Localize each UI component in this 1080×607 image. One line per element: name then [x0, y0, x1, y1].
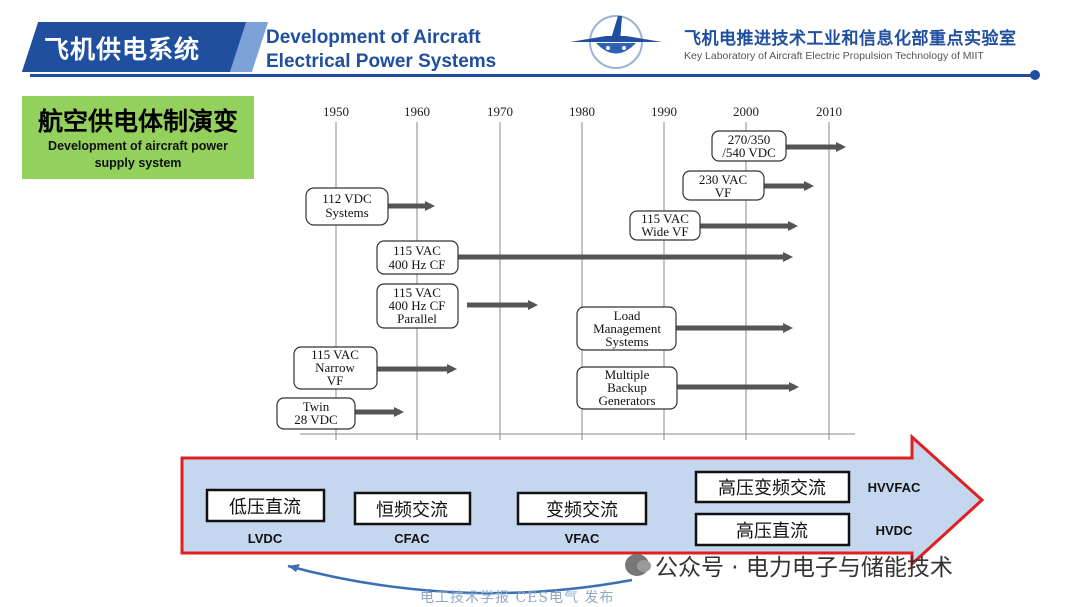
section-title-en: Development of aircraft power supply sys… [22, 138, 254, 172]
timeline-item-text: 230 VAC [699, 172, 747, 187]
watermark: 公众号 · 电力电子与储能技术 [625, 548, 953, 582]
timeline-item-text: 115 VAC [393, 285, 441, 300]
timeline-item: Twin 28 VDC [276, 397, 356, 430]
timeline-item-text: Management [593, 321, 661, 336]
stage-abbr: LVDC [248, 531, 283, 546]
year-label: 1960 [404, 104, 430, 119]
lab-name-en: Key Laboratory of Aircraft Electric Prop… [684, 50, 984, 62]
timeline-item: Multiple Backup Generators [576, 366, 678, 410]
header-divider [30, 74, 1035, 77]
timeline-item: 112 VDC Systems [305, 187, 389, 226]
timeline-item-text: Wide VF [641, 224, 688, 239]
year-label: 2000 [733, 104, 759, 119]
stage-label-cn: 变频交流 [546, 500, 618, 521]
year-label: 1980 [569, 104, 595, 119]
timeline-item-text: 112 VDC [322, 191, 371, 206]
stage-box-cfac: 恒频交流 [353, 491, 472, 526]
watermark-bottom: 电工技术学报 CES电气 发布 [420, 590, 615, 606]
timeline-item: Load Management Systems [576, 306, 677, 351]
stage-box-lvdc: 低压直流 [205, 488, 326, 523]
timeline-item-text: 400 Hz CF [388, 298, 445, 313]
timeline-item-text: Twin [303, 399, 330, 414]
timeline-item-text: Systems [325, 205, 368, 220]
section-title-box: 航空供电体制演变 Development of aircraft power s… [22, 96, 254, 179]
lab-name-cn: 飞机电推进技术工业和信息化部重点实验室 [684, 29, 1017, 49]
header-title-en-line1: Development of Aircraft [266, 27, 481, 48]
stage-label-cn: 高压变频交流 [718, 478, 826, 499]
airplane-logo-icon [570, 15, 662, 69]
timeline-item-text: Backup [607, 380, 647, 395]
stage-box-hvvfac: 高压变频交流 [694, 470, 851, 504]
stage-box-hvdc: 高压直流 [694, 512, 851, 547]
timeline-item: 115 VAC 400 Hz CF [376, 240, 459, 275]
timeline-item-text: Load [614, 308, 641, 323]
stage-abbr: HVVFAC [868, 480, 921, 495]
year-label: 2010 [816, 104, 842, 119]
timeline-item-text: 400 Hz CF [388, 257, 445, 272]
timeline-item: 270/350 /540 VDC [711, 130, 787, 162]
timeline-item-text: 115 VAC [393, 243, 441, 258]
timeline-item-text: Parallel [397, 311, 437, 326]
timeline-item-text: Systems [605, 334, 648, 349]
timeline-item-text: 270/350 [728, 132, 771, 147]
curved-arrow-head [288, 564, 300, 572]
year-label: 1990 [651, 104, 677, 119]
watermark-text: 公众号 · 电力电子与储能技术 [655, 555, 953, 581]
stage-box-vfac: 变频交流 [516, 491, 648, 526]
timeline-item-text: 115 VAC [311, 347, 359, 362]
wechat-icon [625, 554, 651, 576]
timeline-item-text: VF [715, 185, 732, 200]
timeline-item-text: 115 VAC [641, 211, 689, 226]
timeline-item-text: Generators [598, 393, 655, 408]
header-title-cn: 飞机供电系统 [44, 35, 201, 64]
section-title-en-line2: supply system [94, 156, 182, 170]
header-title-en-line2: Electrical Power Systems [266, 51, 497, 72]
section-title-en-line1: Development of aircraft power [48, 139, 228, 153]
stage-abbr: VFAC [565, 531, 600, 546]
year-label: 1950 [323, 104, 349, 119]
timeline-item-text: Narrow [315, 360, 355, 375]
timeline-item-text: VF [327, 373, 344, 388]
timeline-item: 115 VAC 400 Hz CF Parallel [376, 283, 459, 329]
year-label: 1970 [487, 104, 513, 119]
curved-arrow [287, 564, 633, 595]
stage-label-cn: 恒频交流 [376, 500, 448, 521]
header-divider-dot [1030, 70, 1040, 80]
timeline-item: 230 VAC VF [682, 170, 765, 201]
timeline-item-text: /540 VDC [722, 145, 776, 160]
stage-abbr: CFAC [394, 531, 430, 546]
stage-abbr: HVDC [876, 523, 913, 538]
header-title-en: Development of Aircraft Electrical Power… [266, 26, 496, 74]
stage-label-cn: 低压直流 [229, 497, 301, 518]
timeline-item-text: Multiple [605, 367, 650, 382]
section-title-cn: 航空供电体制演变 [37, 107, 238, 136]
timeline-item: 115 VAC Wide VF [629, 210, 701, 241]
timeline-item-text: 28 VDC [294, 412, 337, 427]
stage-label-cn: 高压直流 [736, 521, 808, 542]
timeline-item: 115 VAC Narrow VF [293, 346, 378, 390]
